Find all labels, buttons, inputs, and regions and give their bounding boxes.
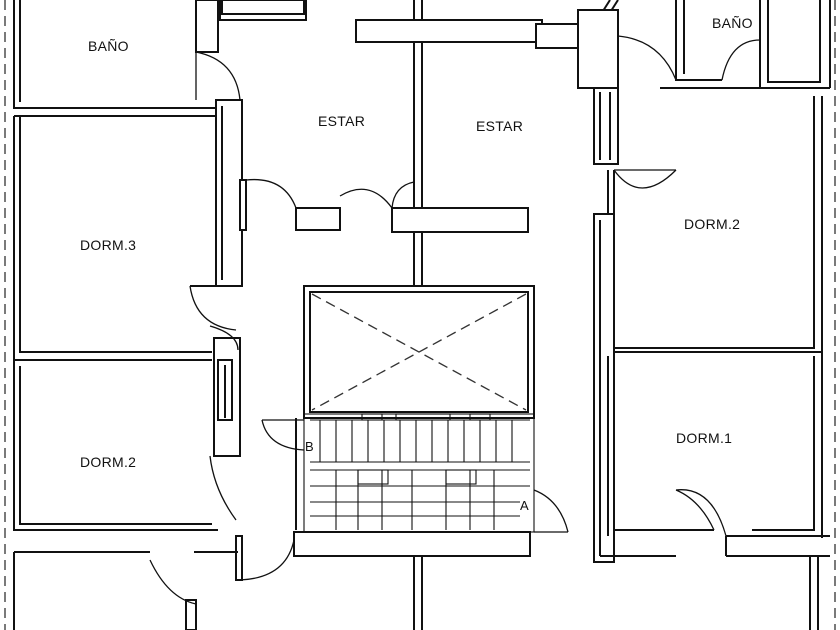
room-label-bano-right: BAÑO — [712, 15, 753, 31]
marker-b: B — [305, 439, 314, 454]
room-labels: BAÑO BAÑO ESTAR ESTAR DORM.3 DORM.2 DORM… — [80, 15, 753, 513]
right-walls — [535, 0, 831, 630]
core-walls — [239, 0, 543, 630]
marker-a: A — [520, 498, 529, 513]
site-boundary — [4, 0, 836, 630]
room-label-dorm3: DORM.3 — [80, 237, 136, 253]
staircase — [303, 413, 535, 533]
room-label-dorm2-left: DORM.2 — [80, 454, 136, 470]
room-label-bano-left: BAÑO — [88, 38, 129, 54]
left-walls — [13, 0, 307, 630]
room-label-estar-left: ESTAR — [318, 113, 365, 129]
doors — [149, 35, 761, 605]
room-label-estar-right: ESTAR — [476, 118, 523, 134]
room-label-dorm1: DORM.1 — [676, 430, 732, 446]
room-label-dorm2-right: DORM.2 — [684, 216, 740, 232]
